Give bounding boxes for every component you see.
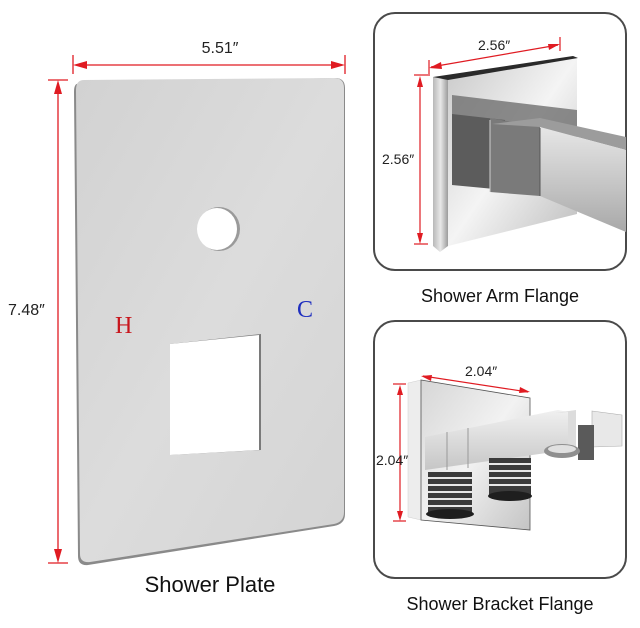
shower-plate-illustration — [48, 55, 346, 566]
hot-marker: H — [115, 313, 133, 339]
arm-height-label: 2.56″ — [382, 151, 415, 167]
bracket-height-label: 2.04″ — [376, 452, 409, 468]
plate-caption: Shower Plate — [144, 572, 276, 597]
cold-marker: C — [297, 297, 314, 323]
bracket-width-label: 2.04″ — [465, 363, 498, 379]
plate-round-hole — [197, 208, 237, 250]
bracket-flange-panel — [373, 320, 627, 579]
arm-width-label: 2.56″ — [478, 37, 511, 53]
bracket-flange-caption: Shower Bracket Flange — [406, 594, 594, 614]
arm-flange-caption: Shower Arm Flange — [420, 286, 580, 306]
plate-body — [76, 78, 344, 563]
plate-square-cutout — [170, 335, 259, 455]
plate-width-dimension — [72, 55, 346, 74]
plate-width-label: 5.51″ — [201, 40, 239, 57]
plate-height-dimension — [48, 79, 68, 564]
plate-height-label: 7.48″ — [8, 302, 45, 319]
